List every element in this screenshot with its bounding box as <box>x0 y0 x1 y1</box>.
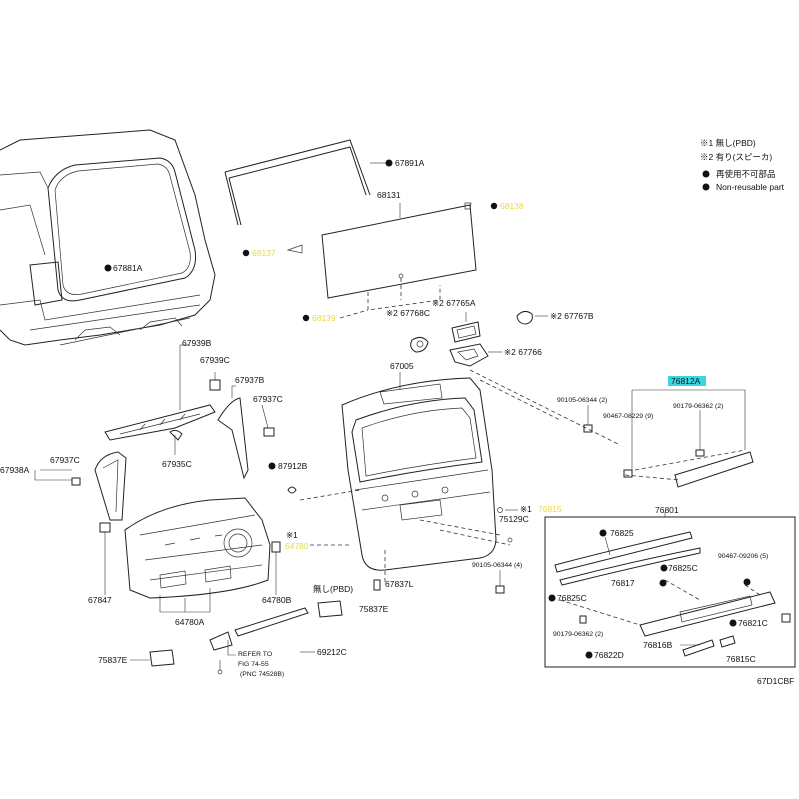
nonreusable-dot-icon <box>242 249 250 257</box>
nonreusable-dot-icon <box>659 579 667 587</box>
faded-callouts: 68138 68137 68139 <box>242 201 524 323</box>
trim-board-64780A <box>99 497 281 613</box>
side-trim-67938A <box>34 451 127 521</box>
label-87912B: 87912B <box>278 461 308 471</box>
label-90105-lower: 90105-06344 (4) <box>472 562 522 569</box>
back-glass-68131 <box>321 203 477 311</box>
label-67937B: 67937B <box>235 375 265 385</box>
label-76825C-a: 76825C <box>668 563 698 573</box>
label-67768C: ※2 67768C <box>386 308 430 318</box>
weatherstrip-67891A <box>224 139 393 226</box>
label-90179-upper: 90179-06362 (2) <box>673 403 723 410</box>
legend-nonreusable-en: Non-reusable part <box>716 182 785 192</box>
label-76812A: 76812A <box>671 376 701 386</box>
label-76822D: 76822D <box>594 650 624 660</box>
door-trim-upper <box>104 344 275 480</box>
svg-text:68137: 68137 <box>252 248 276 258</box>
label-76817: 76817 <box>611 578 635 588</box>
label-64780A: 64780A <box>175 617 205 627</box>
garnish-76812A <box>583 376 754 488</box>
nonreusable-dot-icon <box>743 578 751 586</box>
label-75837E-bottom: 75837E <box>98 655 128 665</box>
label-76821C: 76821C <box>738 618 768 628</box>
label-67937C-right: 67937C <box>253 394 283 404</box>
label-nopbd: 無し(PBD) <box>313 584 353 594</box>
label-67005: 67005 <box>390 361 414 371</box>
mark-1b: ※1 <box>286 530 298 540</box>
label-67891A: 67891A <box>395 158 425 168</box>
label-90467-upper: 90467-08229 (9) <box>603 413 653 420</box>
label-75837E-mid: 75837E <box>359 604 389 614</box>
legend-note-2: ※2 有り(スピーカ) <box>700 152 772 162</box>
nonreusable-dot-icon <box>702 170 710 178</box>
diagram-code: 67D1CBF <box>757 676 794 686</box>
label-69212C: 69212C <box>317 647 347 657</box>
label-90467-lower: 90467-09206 (5) <box>718 553 768 560</box>
nonreusable-dot-icon <box>660 564 668 572</box>
label-68131: 68131 <box>377 190 401 200</box>
label-76816B: 76816B <box>643 640 673 650</box>
label-67935C: 67935C <box>162 459 192 469</box>
nonreusable-dot-icon <box>490 202 498 210</box>
bottom-small-parts <box>130 600 343 675</box>
refer-to-line2: FIG 74-55 <box>238 661 269 668</box>
label-76815C: 76815C <box>726 654 756 664</box>
nonreusable-dot-icon <box>268 462 276 470</box>
label-67939B: 67939B <box>182 338 212 348</box>
label-67765A: ※2 67765A <box>432 298 476 308</box>
nonreusable-dot-icon <box>548 594 556 602</box>
nonreusable-dot-icon <box>385 159 393 167</box>
label-67939C: 67939C <box>200 355 230 365</box>
label-76825C-b: 76825C <box>557 593 587 603</box>
svg-text:68139: 68139 <box>312 313 336 323</box>
nonreusable-dot-icon <box>702 183 710 191</box>
vehicle-body-illustration <box>0 129 216 346</box>
label-67837L: 67837L <box>385 579 414 589</box>
label-64780B: 64780B <box>262 595 292 605</box>
nonreusable-dot-icon <box>729 619 737 627</box>
label-67767B: ※2 67767B <box>550 311 594 321</box>
svg-text:76815: 76815 <box>538 504 562 514</box>
legend: ※1 無し(PBD) ※2 有り(スピーカ) 再使用不可部品 Non-reusa… <box>700 138 785 192</box>
svg-text:68138: 68138 <box>500 201 524 211</box>
refer-to-line3: (PNC 74528B) <box>240 671 284 678</box>
bolt-90105-lower <box>495 570 505 594</box>
label-90179-lower: 90179-06362 (2) <box>553 631 603 638</box>
nonreusable-dot-icon <box>599 529 607 537</box>
label-76825: 76825 <box>610 528 634 538</box>
nonreusable-dot-icon <box>302 314 310 322</box>
nonreusable-dot-icon <box>104 264 112 272</box>
back-door-67005 <box>287 369 621 585</box>
label-67766: ※2 67766 <box>504 347 542 357</box>
label-67938A: 67938A <box>0 465 30 475</box>
label-67937C-left: 67937C <box>50 455 80 465</box>
svg-text:64780: 64780 <box>285 541 309 551</box>
highlight-76812A <box>668 376 706 386</box>
legend-nonreusable-jp: 再使用不可部品 <box>716 169 776 179</box>
nonreusable-dot-icon <box>585 651 593 659</box>
mark-1: ※1 <box>520 504 532 514</box>
box-76801 <box>544 512 796 668</box>
label-90105-upper: 90105-06344 (2) <box>557 397 607 404</box>
legend-note-1: ※1 無し(PBD) <box>700 138 756 148</box>
label-67847: 67847 <box>88 595 112 605</box>
label-76801: 76801 <box>655 505 679 515</box>
label-67881A: 67881A <box>113 263 143 273</box>
label-75129C: 75129C <box>499 514 529 524</box>
speaker-parts <box>410 310 548 367</box>
refer-to-line1: REFER TO <box>238 651 272 658</box>
